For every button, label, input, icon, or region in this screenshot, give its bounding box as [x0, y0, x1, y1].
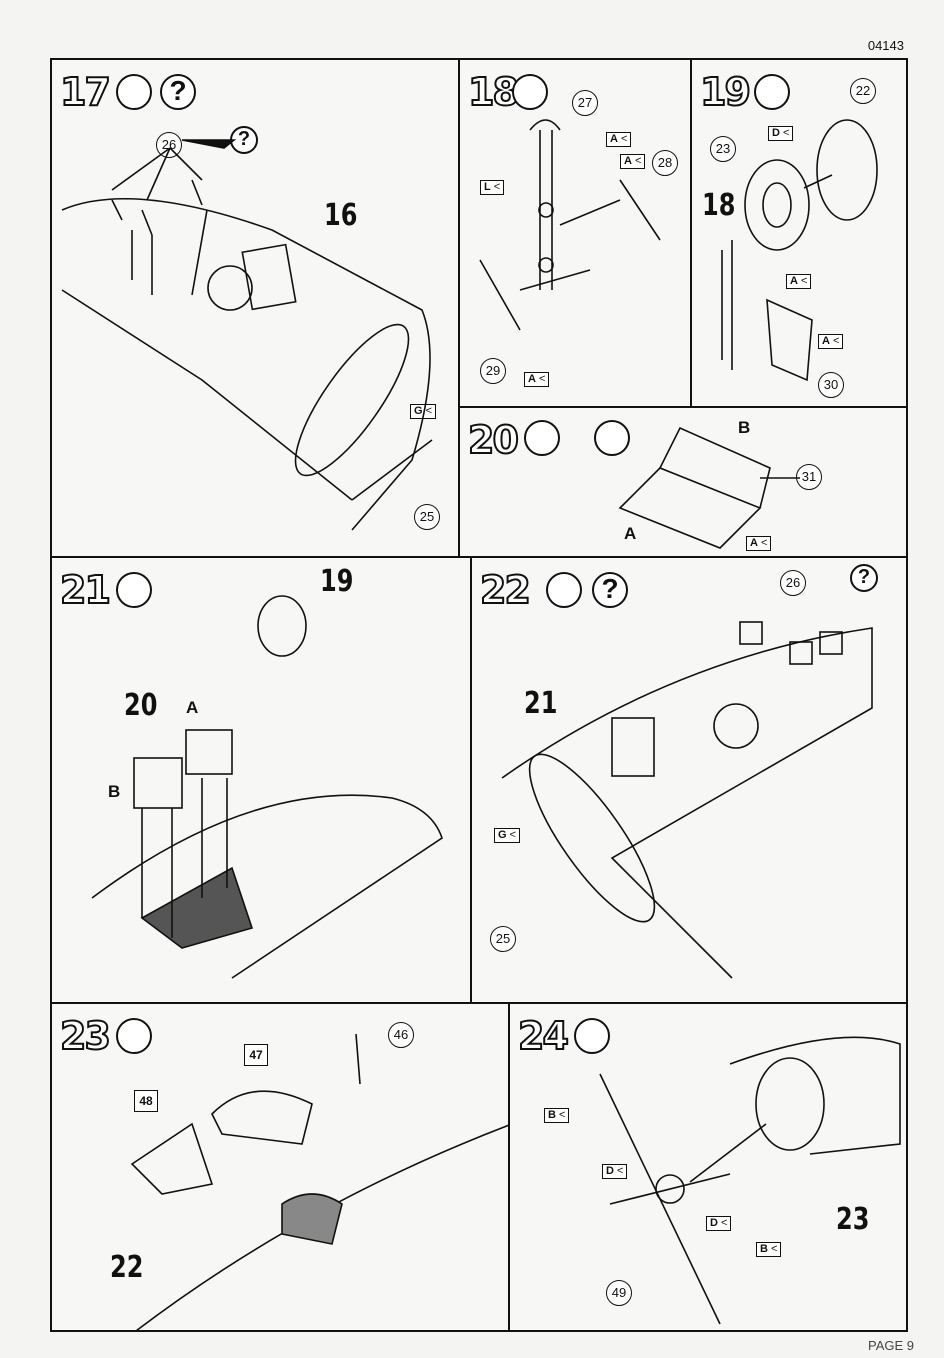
page-footer: PAGE 9: [867, 1338, 914, 1353]
part-reference: 21: [524, 686, 558, 721]
color-flag: A: [818, 334, 844, 349]
step-24-panel: 24 B D D B 49 23: [508, 1002, 908, 1332]
color-flag: A: [786, 274, 812, 289]
step-number: 23: [59, 1013, 112, 1059]
landing-gear-illustration: [479, 119, 661, 331]
step-number: 19: [699, 69, 752, 115]
color-flag: D: [706, 1216, 732, 1231]
part-callout: 28: [652, 150, 678, 176]
part-reference: 16: [324, 198, 358, 233]
part-letter: B: [108, 782, 121, 801]
color-flag: L: [480, 180, 505, 195]
question-icon: ?: [160, 74, 196, 110]
step-22-panel: 22 ? 26 ? 21 G 25: [470, 556, 908, 1004]
step-19-panel: 19 22 D 23 18 A A 30: [690, 58, 908, 408]
color-flag: D: [768, 126, 794, 141]
part-callout: 30: [818, 372, 844, 398]
canopy-illustration: [130, 1033, 508, 1330]
cockpit-floor-illustration: [91, 595, 443, 979]
part-reference: 18: [702, 188, 736, 223]
step-number: 22: [479, 567, 532, 613]
part-callout: 29: [480, 358, 506, 384]
color-flag: A: [620, 154, 646, 169]
question-icon: ?: [592, 572, 628, 608]
color-flag: B: [756, 1242, 782, 1257]
color-flag: B: [544, 1108, 570, 1123]
step-20-panel: 20 B 31 A A: [458, 406, 908, 558]
glue-icon: [116, 572, 152, 608]
part-reference: 19: [320, 564, 354, 599]
part-callout: 26: [156, 132, 182, 158]
step-number: 24: [517, 1013, 570, 1059]
question-icon: ?: [230, 126, 258, 154]
glue-icon: [116, 74, 152, 110]
part-callout: 27: [572, 90, 598, 116]
part-callout: 26: [780, 570, 806, 596]
step-number: 17: [59, 69, 112, 115]
part-callout: 46: [388, 1022, 414, 1048]
step-number: 18: [467, 69, 520, 115]
glue-icon: [754, 74, 790, 110]
document-code: 04143: [867, 38, 904, 53]
part-reference: 22: [110, 1250, 144, 1285]
color-flag: G: [494, 828, 520, 843]
part-callout: 22: [850, 78, 876, 104]
color-flag: A: [524, 372, 550, 387]
step-18-panel: 18 27 A A 28 L 29 A: [458, 58, 692, 408]
glue-icon: [546, 572, 582, 608]
part-callout: 49: [606, 1280, 632, 1306]
glue-icon: [574, 1018, 610, 1054]
part-letter: B: [738, 418, 751, 437]
glue-icon: [512, 74, 548, 110]
step-number: 21: [59, 567, 112, 613]
wheel-illustration: [721, 119, 878, 382]
part-letter: A: [624, 524, 637, 543]
step-21-panel: 21 19 20 A B: [50, 556, 472, 1004]
glue-icon: [116, 1018, 152, 1054]
color-flag: A: [606, 132, 632, 147]
part-letter: A: [186, 698, 199, 717]
step-number: 20: [467, 417, 520, 463]
wing-illustration: [61, 139, 433, 531]
part-reference: 23: [836, 1202, 870, 1237]
question-icon: ?: [850, 564, 878, 592]
part-callout: 23: [710, 136, 736, 162]
part-callout: 25: [414, 504, 440, 530]
step-23-panel: 23 46 47 48 22: [50, 1002, 510, 1332]
knife-icon: [594, 420, 630, 456]
color-flag: A: [746, 536, 772, 551]
part-callout: 31: [796, 464, 822, 490]
part-box-number: 47: [244, 1044, 268, 1066]
propeller-illustration: [599, 1036, 901, 1325]
part-box-number: 48: [134, 1090, 158, 1112]
color-flag: D: [602, 1164, 628, 1179]
knife-icon: [524, 420, 560, 456]
part-callout: 25: [490, 926, 516, 952]
part-reference: 20: [124, 688, 158, 723]
wing-illustration: [501, 621, 873, 979]
step-17-panel: 17 ? 26 ? 16 G 25: [50, 58, 460, 558]
panel-illustration: [618, 426, 800, 549]
